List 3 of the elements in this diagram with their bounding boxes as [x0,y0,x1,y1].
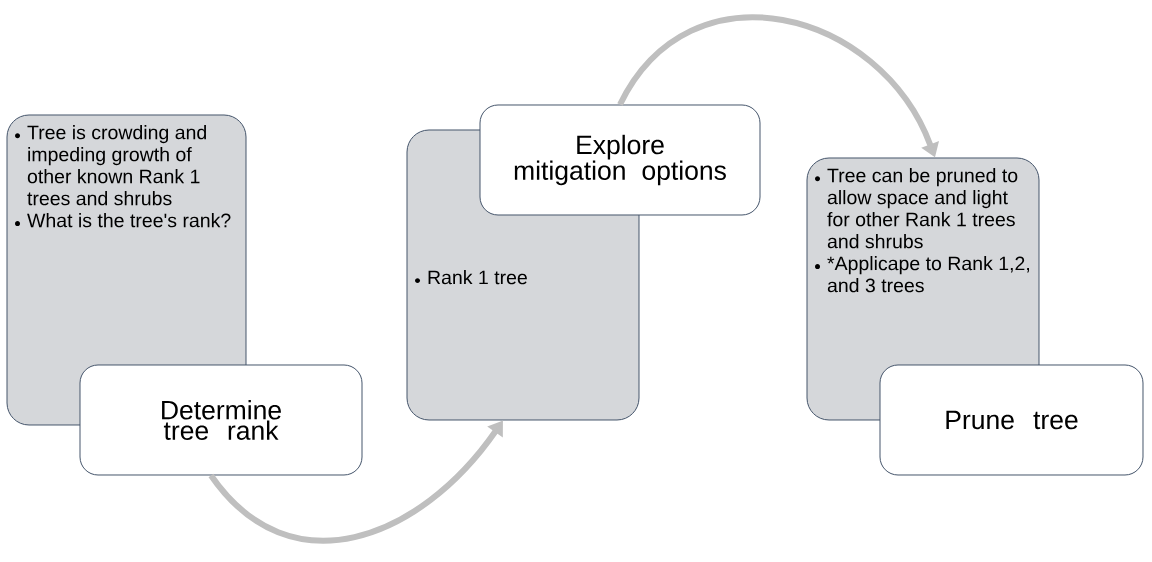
label-box: Determine tree rank [79,364,363,476]
label-box: Prune tree [879,364,1144,476]
label-box: Explore mitigation options [479,104,761,216]
